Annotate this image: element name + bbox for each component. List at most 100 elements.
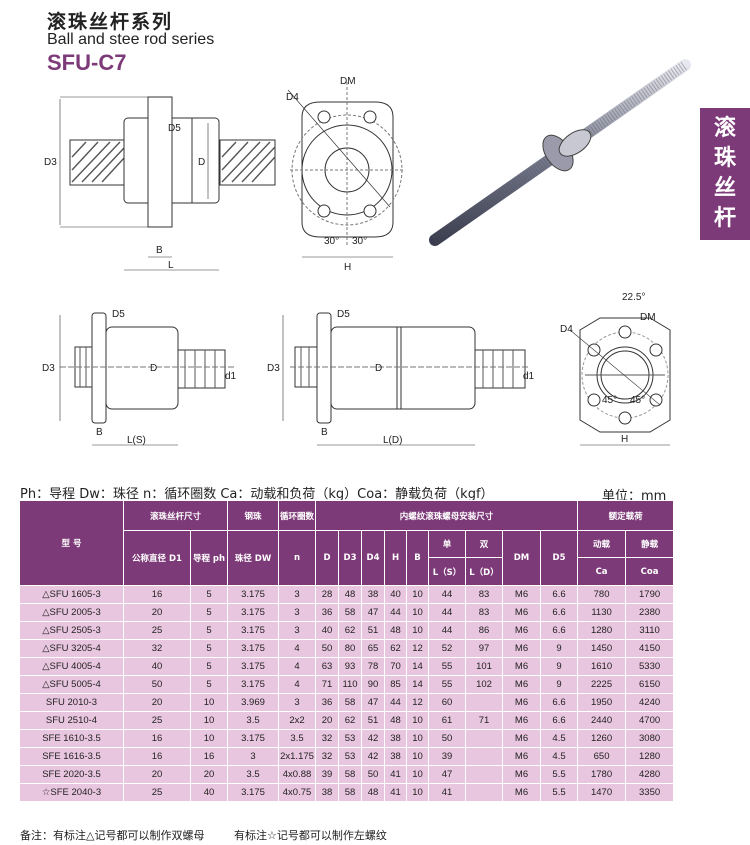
header-single: 单 — [428, 530, 467, 558]
table-cell: 4 — [278, 657, 317, 676]
table-cell: 20 — [123, 693, 191, 712]
table-cell: 51 — [361, 621, 386, 640]
table-cell: 53 — [338, 747, 363, 766]
table-cell: M6 — [502, 783, 542, 802]
table-cell: 20 — [315, 711, 340, 730]
table-cell: 1130 — [577, 603, 627, 622]
table-cell — [465, 729, 504, 748]
table-cell: 2440 — [577, 711, 627, 730]
table-cell: 3 — [278, 621, 317, 640]
label-d5: D5 — [168, 123, 181, 134]
label-h-six: H — [621, 434, 628, 445]
table-cell: 40 — [384, 585, 408, 604]
table-cell: 101 — [465, 657, 504, 676]
header-ph: 导程 ph — [189, 530, 229, 586]
table-cell: 3.5 — [278, 729, 317, 748]
table-cell: 2x2 — [278, 711, 317, 730]
label-angle-30-right: 30° — [352, 236, 367, 247]
front-view-diagram: DM D4 30° 30° H — [286, 76, 405, 273]
header-static: 静载 — [625, 530, 675, 558]
table-cell: 48 — [338, 585, 363, 604]
table-cell: 4150 — [625, 639, 675, 658]
table-cell: 780 — [577, 585, 627, 604]
model-title: SFU-C7 — [47, 50, 127, 75]
table-cell: 5 — [189, 639, 229, 658]
table-cell: 102 — [465, 675, 504, 694]
table-cell: 5 — [189, 585, 229, 604]
legend-text: Ph：导程 Dw：珠径 n：循环圈数 Ca：动载和负荷（kg）Coa：静载负荷（… — [20, 487, 494, 502]
title-cn: 滚珠丝杆系列 — [47, 11, 174, 33]
table-cell: 1780 — [577, 765, 627, 784]
title-en: Ball and stee rod series — [47, 31, 215, 48]
table-cell: 62 — [338, 621, 363, 640]
header-screw: 滚珠丝杆尺寸 — [122, 500, 229, 531]
table-cell: 40 — [189, 783, 229, 802]
table-cell: M6 — [502, 621, 542, 640]
table-cell: 50 — [123, 675, 191, 694]
table-cell: 4.5 — [540, 729, 579, 748]
table-cell: 4280 — [625, 765, 675, 784]
table-cell: 83 — [465, 603, 504, 622]
table-cell: 20 — [189, 765, 229, 784]
table-cell: 1470 — [577, 783, 627, 802]
table-cell: 63 — [315, 657, 340, 676]
table-cell: 38 — [384, 729, 408, 748]
table-cell: 110 — [338, 675, 363, 694]
table-cell: 50 — [361, 765, 386, 784]
label-d3-double: D3 — [267, 363, 280, 374]
cell-model: △SFU 2005-3 — [19, 603, 124, 622]
table-cell: 44 — [428, 621, 467, 640]
table-cell: M6 — [502, 693, 542, 712]
table-cell: 3.5 — [227, 711, 280, 730]
table-cell: 48 — [384, 621, 408, 640]
table-cell: 42 — [361, 729, 386, 748]
table-cell: 3.175 — [227, 621, 280, 640]
table-cell: 4700 — [625, 711, 675, 730]
table-cell: 5 — [189, 603, 229, 622]
table-cell: 58 — [338, 765, 363, 784]
spec-table: 型 号 滚珠丝杆尺寸 钢珠 循环圈数 内螺纹滚珠螺母安装尺寸 额定载荷 公称直径… — [19, 500, 675, 802]
label-d5-single: D5 — [112, 309, 125, 320]
table-cell: 3.175 — [227, 639, 280, 658]
cell-model: △SFU 3205-4 — [19, 639, 124, 658]
table-cell: 20 — [123, 765, 191, 784]
table-cell: 4x0.88 — [278, 765, 317, 784]
table-cell: M6 — [502, 585, 542, 604]
table-cell: 3.175 — [227, 729, 280, 748]
table-cell: 10 — [406, 729, 430, 748]
label-angle-45-left: 45° — [602, 395, 617, 406]
table-cell: 6.6 — [540, 603, 579, 622]
table-cell: 47 — [361, 603, 386, 622]
header-D4: D4 — [361, 530, 386, 586]
table-cell: 16 — [123, 729, 191, 748]
table-cell: 70 — [384, 657, 408, 676]
table-cell — [465, 765, 504, 784]
table-cell: 16 — [123, 747, 191, 766]
header-H: H — [384, 530, 408, 586]
table-cell: M6 — [502, 711, 542, 730]
table-cell: 25 — [123, 783, 191, 802]
table-cell: 10 — [189, 711, 229, 730]
footnote: 备注：有标注△记号都可以制作双螺母 有标注☆记号都可以制作左螺纹 — [20, 827, 413, 843]
label-b-double: B — [321, 427, 328, 438]
table-cell: 80 — [338, 639, 363, 658]
header-ld: L（D） — [465, 557, 504, 586]
table-cell: 71 — [315, 675, 340, 694]
table-cell: 1610 — [577, 657, 627, 676]
label-ls: L(S) — [127, 435, 146, 446]
header-D5: D5 — [540, 530, 579, 586]
table-cell: 6150 — [625, 675, 675, 694]
header-circuits: 循环圈数 — [278, 500, 317, 531]
table-cell: 2225 — [577, 675, 627, 694]
cell-model: △SFU 2505-3 — [19, 621, 124, 640]
side-view-diagram: D3 D D5 B L — [44, 96, 276, 271]
cell-model: SFE 1616-3.5 — [19, 747, 124, 766]
table-cell: 48 — [384, 711, 408, 730]
table-cell: 40 — [123, 657, 191, 676]
table-cell: 58 — [338, 603, 363, 622]
